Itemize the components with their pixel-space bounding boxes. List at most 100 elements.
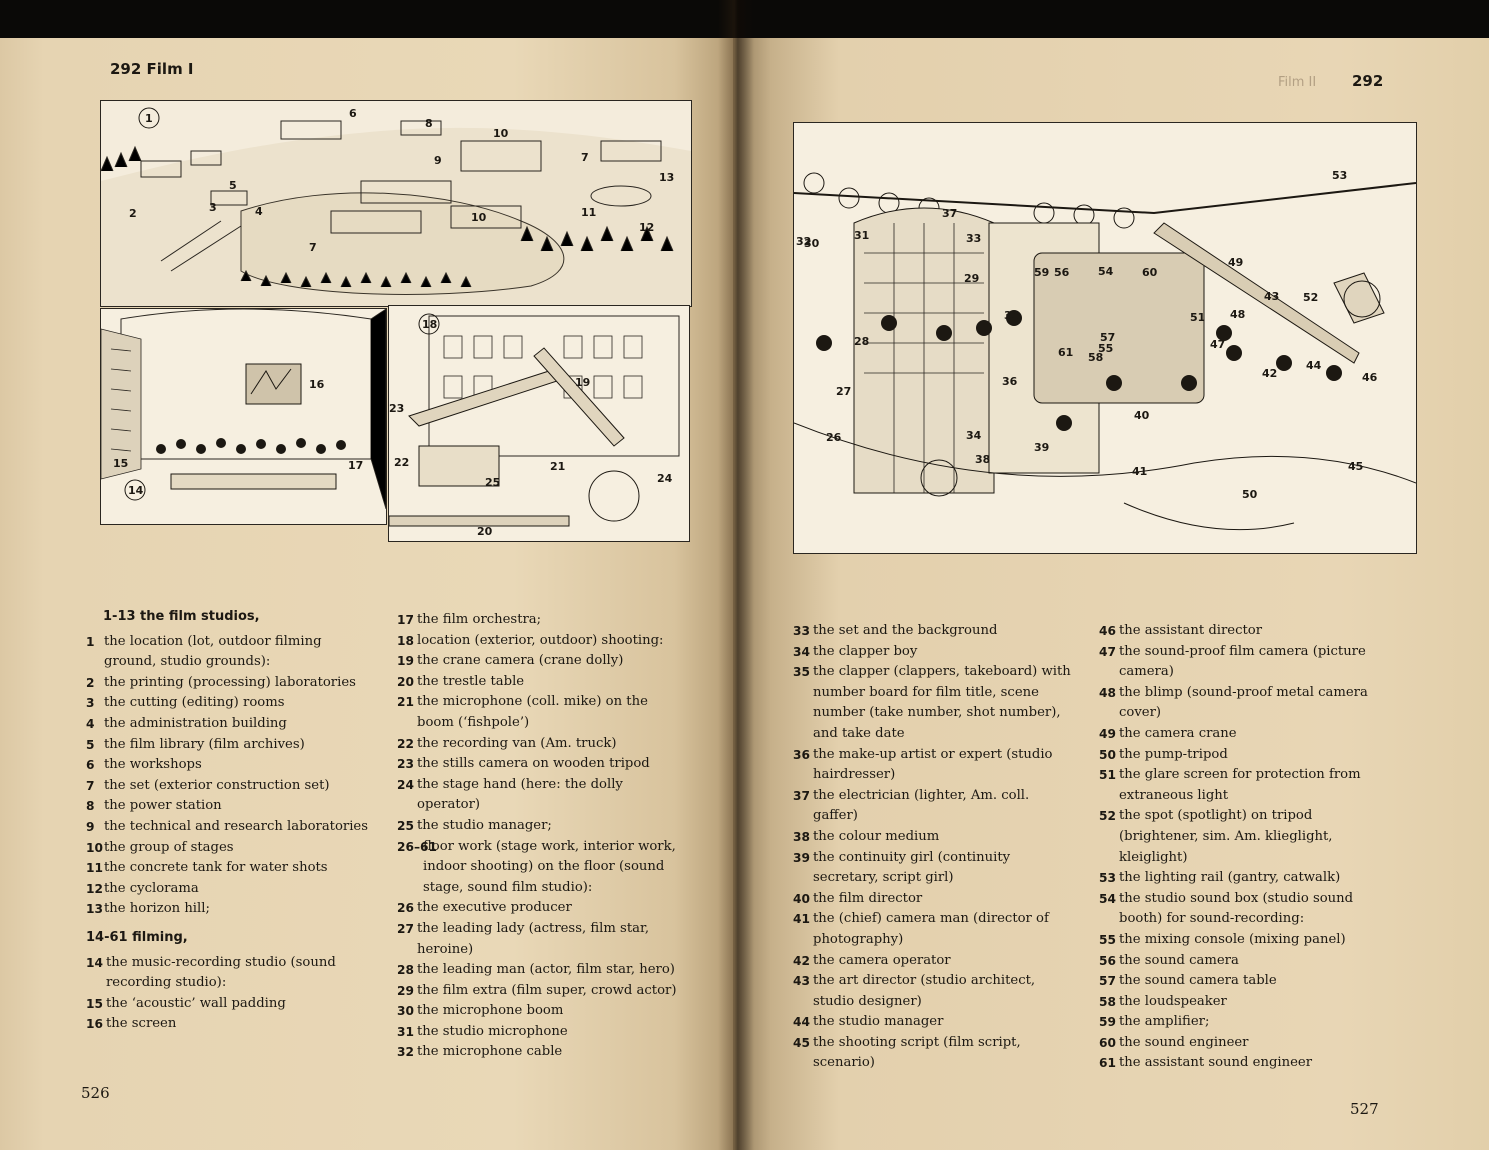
callout-17: 17: [348, 459, 363, 472]
entry-number: 23: [397, 757, 414, 772]
callout-45: 45: [1348, 460, 1363, 473]
callout-14: 14: [128, 484, 144, 497]
running-head-left: 292 Film I: [110, 60, 194, 78]
entry-number: 34: [793, 644, 810, 659]
callout-21: 21: [550, 460, 565, 473]
callout-35: 35: [1004, 309, 1019, 322]
callout-4: 4: [255, 205, 263, 218]
callout-46: 46: [1362, 371, 1378, 384]
callout-6: 6: [349, 107, 357, 120]
entry-number: 25: [397, 818, 414, 833]
callout-7b: 7: [309, 241, 317, 254]
entry-text: the stage hand (here: the dolly operator…: [417, 776, 623, 813]
entry-text: the technical and research laboratories: [104, 818, 369, 834]
entry-text: the leading lady (actress, film star, he…: [417, 920, 650, 957]
entry-number: 40: [793, 891, 810, 906]
callout-20: 20: [477, 525, 493, 538]
callout-1: 1: [145, 112, 153, 125]
entry-text: the sound-proof film camera (picture cam…: [1119, 643, 1366, 680]
entry-text: the film director: [813, 890, 923, 906]
entry-number: 59: [1099, 1015, 1116, 1030]
entry-text: the studio microphone: [417, 1023, 568, 1039]
entry-text: the horizon hill;: [104, 901, 210, 917]
entry-number: 37: [793, 788, 810, 803]
entry-text: the set (exterior construction set): [104, 777, 330, 793]
callout-44: 44: [1306, 359, 1322, 372]
entry-text: the set and the background: [813, 623, 998, 638]
entry-number: 33: [793, 624, 810, 638]
entry-text: the blimp (sound-proof metal camera cove…: [1119, 684, 1368, 721]
callout-12: 12: [639, 221, 654, 234]
music-studio-drawing: 16 17 15 14: [101, 309, 386, 524]
entry-number: 46: [1099, 624, 1116, 638]
entry-number: 35: [793, 665, 810, 680]
callout-3: 3: [209, 201, 217, 214]
entry-number: 38: [793, 829, 810, 844]
show-through-running-head: Film II: [1278, 75, 1317, 90]
entry-text: the music-recording studio (sound record…: [106, 954, 336, 991]
entry-text: the continuity girl (continuity secretar…: [813, 849, 1011, 886]
entry-number: 54: [1099, 891, 1116, 906]
callout-55: 55: [1098, 342, 1113, 355]
callout-54: 54: [1098, 265, 1114, 278]
callout-33: 33: [966, 232, 981, 245]
entry-number: 26–61: [397, 839, 438, 854]
entry-text: the electrician (lighter, Am. coll. gaff…: [813, 787, 1030, 824]
callout-42: 42: [1262, 367, 1277, 380]
callout-11: 11: [581, 206, 596, 219]
section-heading-filming: 14-61 filming,: [86, 929, 188, 945]
entry-number: 31: [397, 1024, 414, 1039]
entry-text: the power station: [104, 798, 222, 814]
entry-number: 44: [793, 1015, 810, 1030]
entry-text: the studio manager: [813, 1014, 944, 1030]
entry-text: the group of stages: [104, 839, 234, 855]
entry-number: 8: [86, 799, 95, 814]
entry-text: the amplifier;: [1119, 1014, 1210, 1030]
callout-26: 26: [826, 431, 842, 444]
entry-text: the camera crane: [1119, 725, 1237, 741]
entry-text: the loudspeaker: [1119, 993, 1227, 1009]
entry-text: the workshops: [104, 757, 202, 773]
entry-number: 47: [1099, 644, 1116, 659]
entry-number: 6: [86, 758, 95, 773]
callout-16: 16: [309, 378, 325, 391]
entry-number: 29: [397, 983, 414, 998]
entry-text: the clapper boy: [813, 643, 918, 659]
callout-10b: 10: [471, 211, 487, 224]
entry-number: 55: [1099, 932, 1116, 947]
entry-text: the make-up artist or expert (studio hai…: [813, 746, 1053, 783]
callout-48: 48: [1230, 308, 1245, 321]
entry-text: the pump-tripod: [1119, 746, 1228, 762]
entry-text: the recording van (Am. truck): [417, 735, 617, 751]
section-heading-film-studios: 1-13 the film studios,: [103, 609, 260, 624]
entry-number: 41: [793, 912, 810, 927]
entry-number: 24: [397, 777, 414, 792]
callout-41: 41: [1132, 465, 1147, 478]
callout-39: 39: [1034, 441, 1049, 454]
callout-58: 58: [1088, 351, 1103, 364]
entry-text: the spot (spotlight) on tripod (brighten…: [1119, 808, 1333, 865]
entry-text: the shooting script (film script, scenar…: [813, 1034, 1021, 1071]
entry-text: the executive producer: [417, 900, 572, 916]
callout-49: 49: [1228, 256, 1243, 269]
